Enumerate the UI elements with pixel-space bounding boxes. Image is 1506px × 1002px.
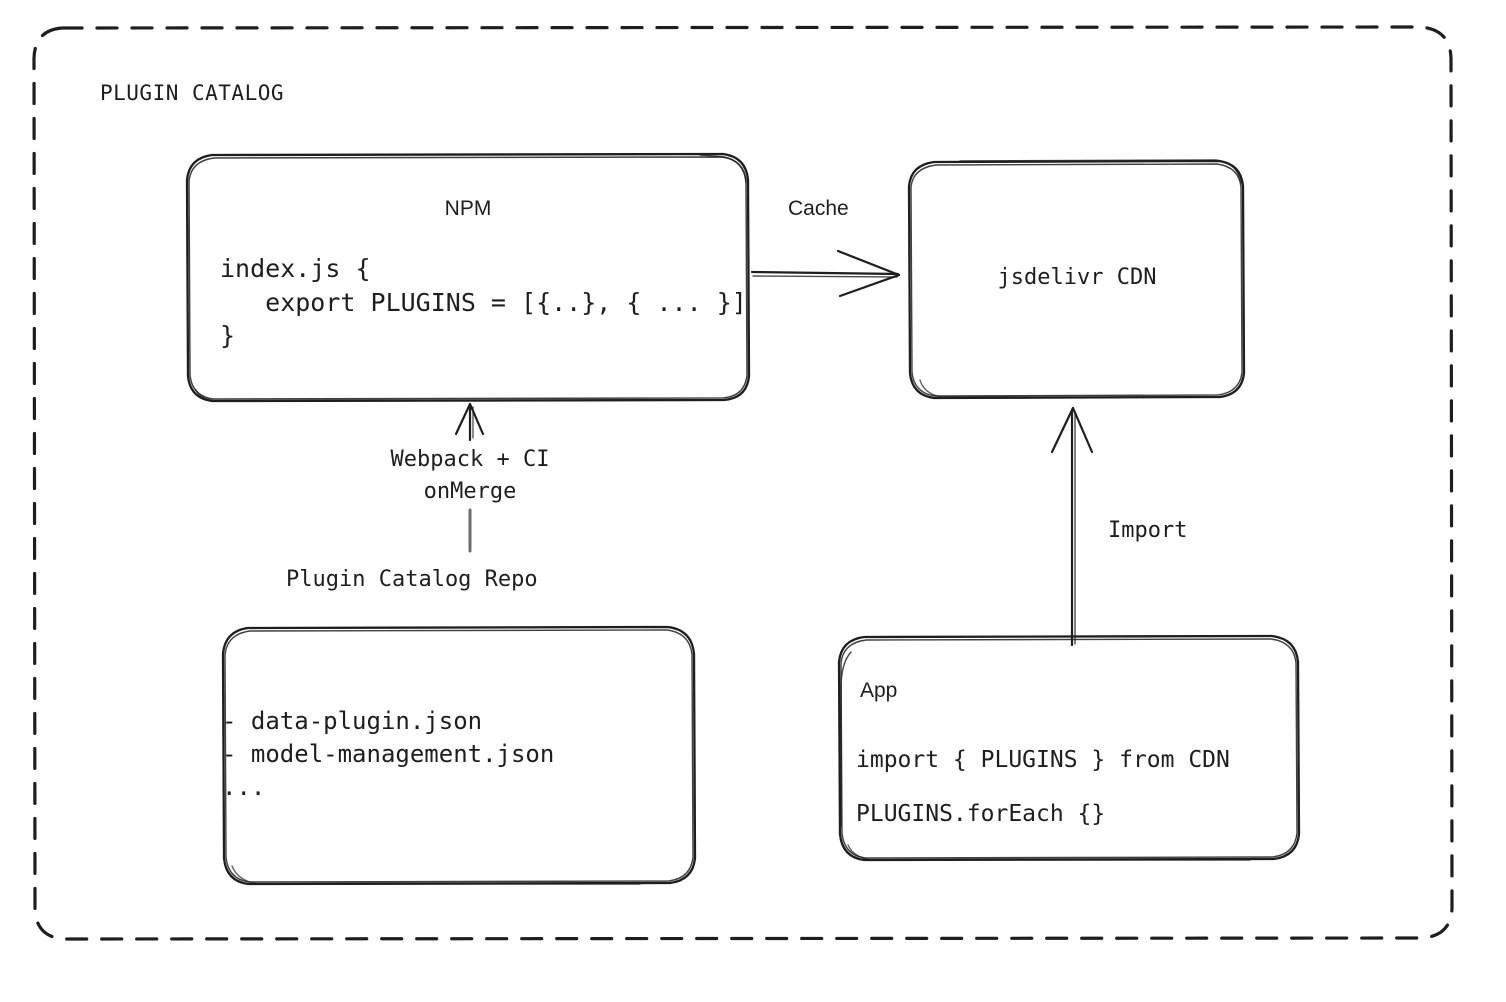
repo-node-label: Plugin Catalog Repo bbox=[286, 567, 538, 592]
cdn-node-title: jsdelivr CDN bbox=[997, 265, 1157, 290]
cache-edge-label: Cache bbox=[788, 197, 849, 220]
build-edge-label: Webpack + CI onMerge bbox=[390, 447, 550, 504]
app-code-block: import { PLUGINS } from CDN PLUGINS.forE… bbox=[856, 747, 1230, 828]
npm-node-title: NPM bbox=[444, 197, 492, 220]
import-arrow bbox=[1050, 406, 1094, 647]
app-node-title: App bbox=[860, 679, 898, 702]
repo-file-list: - data-plugin.json - model-management.js… bbox=[222, 707, 555, 802]
cache-arrow bbox=[750, 249, 901, 298]
container-title: PLUGIN CATALOG bbox=[100, 81, 285, 105]
npm-code-block: index.js { export PLUGINS = [{..}, { ...… bbox=[220, 254, 747, 350]
import-edge-label: Import bbox=[1108, 518, 1188, 543]
